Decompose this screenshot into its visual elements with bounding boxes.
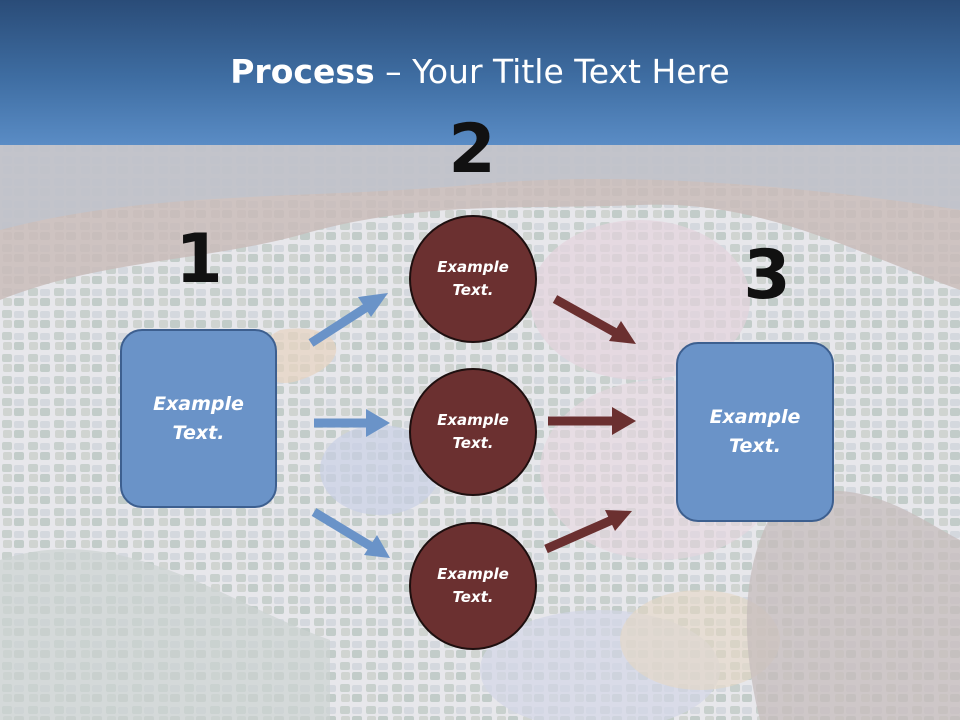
slide-title: Process – Your Title Text Here <box>0 52 960 91</box>
title-bar <box>0 0 960 145</box>
circle-bottom: Example Text. <box>409 522 537 650</box>
arrow-top-to-right <box>552 295 636 344</box>
circle-bottom-label: Example Text. <box>437 565 509 606</box>
title-strong: Process <box>230 52 375 91</box>
circle-top: Example Text. <box>409 215 537 343</box>
left-box-label: Example Text. <box>153 392 244 444</box>
arrow-middle-to-right <box>548 407 636 435</box>
left-box: Example Text. <box>120 329 277 508</box>
right-box: Example Text. <box>676 342 834 522</box>
arrow-left-to-middle <box>314 409 390 437</box>
arrow-left-to-top <box>308 293 388 347</box>
arrow-bottom-to-right <box>544 510 632 554</box>
right-box-label: Example Text. <box>709 406 801 457</box>
circle-middle-label: Example Text. <box>437 411 509 452</box>
arrow-left-to-bottom <box>311 508 390 558</box>
circle-middle: Example Text. <box>409 368 537 496</box>
step-number-3: 3 <box>743 236 791 315</box>
step-number-2: 2 <box>448 110 496 189</box>
step-number-1: 1 <box>175 220 223 299</box>
title-rest: – Your Title Text Here <box>374 52 730 91</box>
circle-top-label: Example Text. <box>437 258 509 299</box>
